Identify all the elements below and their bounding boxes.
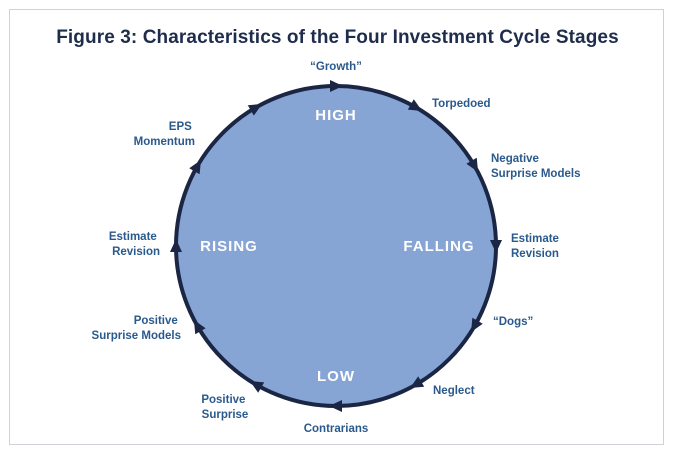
arrowhead-icon-estimate-revision-left: [170, 239, 182, 252]
label-positive-surprise-models-line1: Positive: [134, 315, 178, 327]
label-eps-momentum-line1: EPS: [169, 121, 192, 133]
stage-rising: RISING: [200, 238, 258, 255]
label-eps-momentum: EPS Momentum: [134, 121, 195, 148]
figure-title: Figure 3: Characteristics of the Four In…: [56, 27, 619, 48]
arrowhead-icon-growth: [330, 80, 343, 92]
label-eps-momentum-line2: Momentum: [134, 136, 195, 148]
arrowhead-icon-estimate-revision-right: [490, 240, 502, 253]
label-positive-surprise-models-line2: Surprise Models: [92, 330, 181, 342]
stage-low: LOW: [317, 368, 355, 385]
arrowhead-icon-high-top-right: [247, 103, 263, 116]
label-contrarians: Contrarians: [304, 423, 369, 435]
arrowhead-icon-neglect: [409, 376, 425, 389]
label-positive-surprise-line2: Surprise: [202, 409, 249, 421]
stage-high: HIGH: [315, 107, 357, 124]
label-estimate-revision-left: Estimate Revision: [109, 231, 160, 258]
label-estimate-revision-right-line2: Revision: [511, 248, 559, 260]
arrowhead-icon-dogs: [471, 317, 483, 333]
label-growth: “Growth”: [310, 61, 362, 73]
cycle-arrows: [170, 80, 502, 412]
label-negative-surprise-models-line1: Negative: [491, 153, 539, 165]
arrowhead-icon-positive-surprise-models: [193, 319, 206, 335]
label-torpedoed: Torpedoed: [432, 98, 491, 110]
label-neglect: Neglect: [433, 385, 475, 397]
arrowhead-icon-eps-momentum: [189, 159, 201, 175]
label-positive-surprise-line1: Positive: [201, 394, 245, 406]
arrowhead-icon-contrarians: [329, 400, 342, 412]
label-dogs: “Dogs”: [493, 316, 533, 328]
arrowhead-icon-negative-surprise-models: [466, 157, 479, 173]
label-estimate-revision-left-line2: Revision: [112, 246, 160, 258]
label-negative-surprise-models-line2: Surprise Models: [491, 168, 580, 180]
label-positive-surprise: Positive Surprise: [201, 394, 248, 421]
label-estimate-revision-right: Estimate Revision: [511, 233, 562, 260]
arrowhead-icon-torpedoed: [407, 99, 423, 111]
arrowhead-icon-positive-surprise: [249, 381, 265, 393]
label-positive-surprise-models: Positive Surprise Models: [92, 315, 181, 342]
label-estimate-revision-left-line1: Estimate: [109, 231, 157, 243]
label-estimate-revision-right-line1: Estimate: [511, 233, 559, 245]
stage-falling: FALLING: [403, 238, 474, 255]
label-negative-surprise-models: Negative Surprise Models: [491, 153, 580, 180]
